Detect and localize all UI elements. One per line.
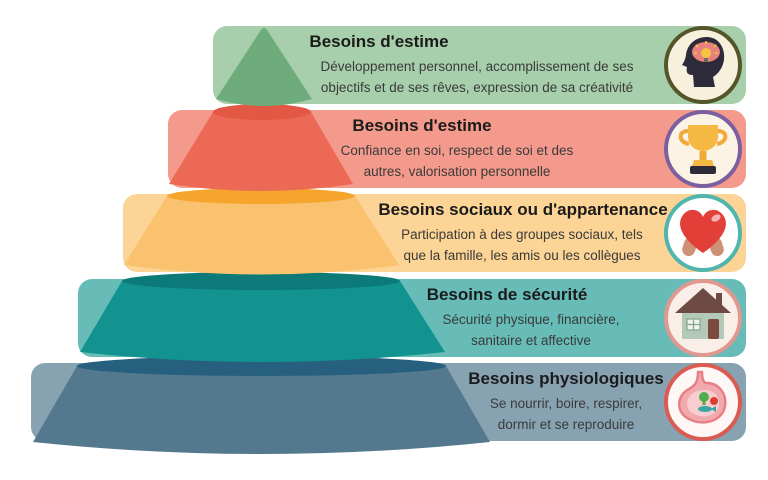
roof [675,288,731,313]
bulb-rays [694,41,718,54]
level-1-title: Besoins d'estime [309,32,449,51]
level-4-title: Besoins de sécurité [426,285,588,304]
level-5-title: Besoins physiologiques [468,369,664,388]
level-3-description-line-1: Participation à des groupes sociaux, tel… [401,227,643,242]
fish [698,406,712,412]
stomach-icon [664,363,742,441]
level-2-description-line-2: autres, valorisation personnelle [363,164,551,179]
pyramid-face-level-4 [80,281,445,362]
lightbulb-base [704,58,708,62]
pyramid-face-level-1 [216,28,312,106]
pyramid-rim-level-3 [167,188,355,204]
level-3-description-line-2: que la famille, les amis ou les collègue… [403,248,641,263]
pyramid-rim-level-5 [77,356,446,376]
band-level-1 [213,26,746,104]
broccoli-stem [702,401,706,405]
level-4-description-line-1: Sécurité physique, financière, [442,312,620,327]
level-4-description-line-2: sanitaire et affective [471,333,591,348]
pyramid-face-level-3 [124,196,399,275]
pyramid-face-level-5 [33,366,490,454]
level-2-title: Besoins d'estime [352,116,492,135]
door [708,319,719,339]
level-3-title: Besoins sociaux ou d'appartenance [378,200,668,219]
fish-tail [711,406,716,412]
lightbulb [701,48,711,58]
pyramid-rim-level-4 [122,272,400,290]
broccoli [699,392,709,402]
house-icon [664,279,742,357]
heart-gloss [711,214,721,222]
level-5-description-line-1: Se nourrir, boire, respirer, [489,396,643,411]
trophy-base [690,166,716,174]
level-1-description-line-2: objectifs et de ses rêves, expression de… [320,80,634,95]
pyramid-rim-level-2 [213,104,311,120]
level-2-description-line-1: Confiance en soi, respect de soi et des [340,143,574,158]
trophy-cup [688,125,718,151]
trophy-flare [692,160,714,166]
trophy-icon [664,110,742,188]
pyramid-face-level-2 [169,112,353,191]
brain-idea-icon [664,26,742,104]
level-5-description-line-2: dormir et se reproduire [497,417,635,432]
trophy-handles [678,129,728,146]
heart-in-hands-icon [664,194,742,272]
chimney [716,293,722,306]
trophy-stem [699,151,707,160]
level-1-description-line-1: Développement personnel, accomplissement… [320,59,634,74]
apple [710,397,718,405]
window-grid [687,319,700,330]
